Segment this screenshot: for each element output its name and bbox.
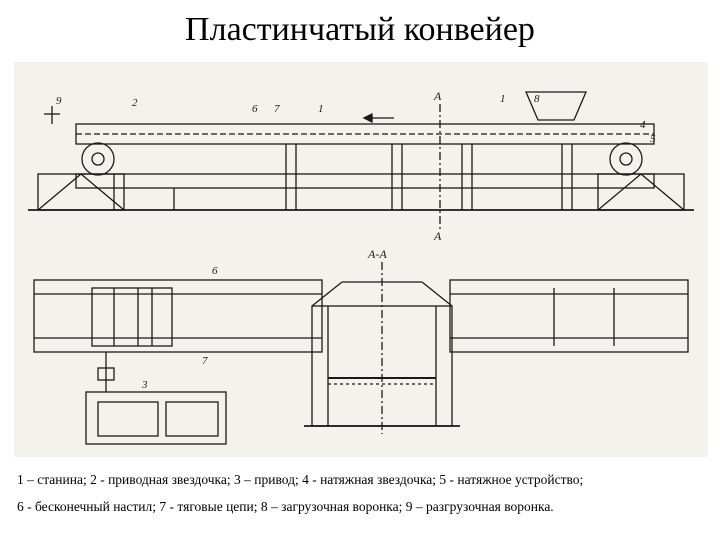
section-mark: А [433, 229, 442, 243]
side-elevation-view [28, 91, 694, 230]
caption: 1 – станина; 2 - приводная звездочка; 3 … [17, 466, 717, 520]
plan-view [33, 279, 689, 445]
part-label: 1 [500, 93, 506, 105]
conveyor-technical-drawing: 9 2 6 7 1 1 8 4 5 6 7 3 А А А-А [14, 62, 708, 457]
drive-unit [85, 391, 227, 445]
part-label: 5 [650, 133, 656, 145]
part-label: 8 [534, 93, 540, 105]
part-label: 7 [274, 103, 280, 115]
conveyor-lower-run [75, 173, 655, 189]
part-label: 6 [212, 265, 218, 277]
tension-sprocket [609, 142, 643, 176]
drive-sprocket [81, 142, 115, 176]
section-label: А-А [367, 247, 387, 261]
section-a-a-view [304, 262, 460, 434]
loading-hopper [525, 91, 587, 121]
frame-supports [113, 144, 573, 210]
part-label: 7 [202, 355, 208, 367]
part-label: 3 [141, 379, 148, 391]
page-title: Пластинчатый конвейер [185, 11, 535, 48]
part-label: 1 [318, 103, 324, 115]
part-label: 6 [252, 103, 258, 115]
part-label: 2 [132, 97, 138, 109]
caption-line: 1 – станина; 2 - приводная звездочка; 3 … [17, 472, 584, 487]
part-label: 9 [56, 95, 62, 107]
part-label: 4 [640, 119, 646, 131]
section-mark: А [433, 89, 442, 103]
caption-line: 6 - бесконечный настил; 7 - тяговые цепи… [17, 499, 554, 514]
